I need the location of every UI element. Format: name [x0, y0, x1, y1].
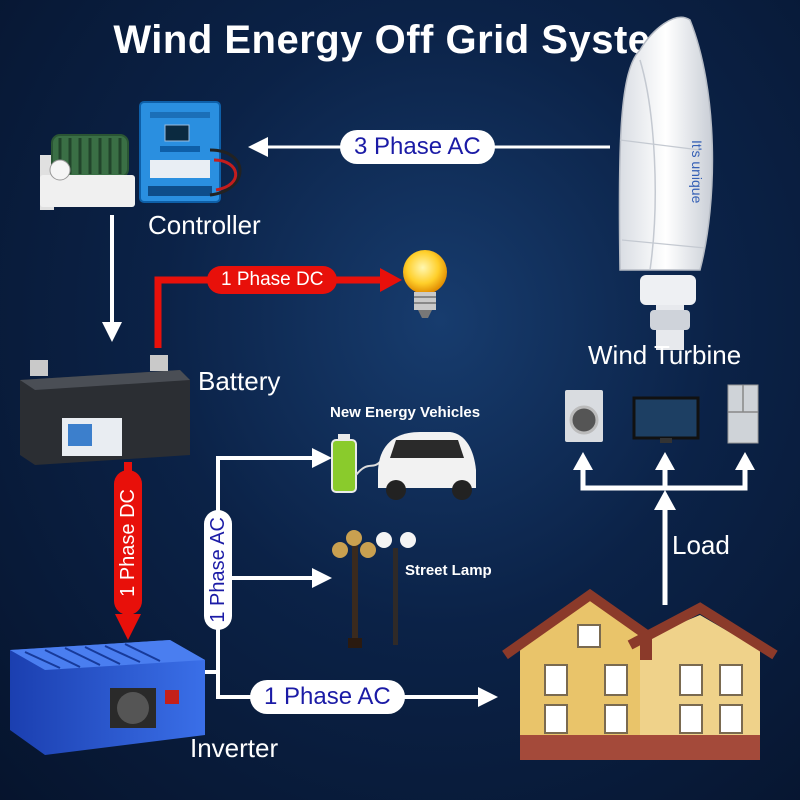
ac-vertical-label: 1 Phase AC [204, 510, 232, 630]
wind-turbine-label: Wind Turbine [588, 340, 742, 370]
light-bulb-image [403, 250, 447, 318]
three-phase-ac-label: 3 Phase AC [340, 130, 495, 164]
battery-image [20, 355, 190, 465]
dc-light-label: 1 Phase DC [207, 266, 338, 294]
ac-vertical-label-text: 1 Phase AC [206, 517, 229, 623]
dc-battery-label: 1 Phase DC [114, 470, 142, 615]
ev-charging-image [331, 432, 476, 500]
turbine-brand-text: It's unique [689, 140, 705, 204]
load-arrows [573, 452, 755, 605]
load-label: Load [672, 530, 730, 560]
street-lamp-label: Street Lamp [405, 562, 492, 579]
wind-turbine-image [618, 16, 714, 350]
inverter-image [10, 640, 205, 755]
inverter-label: Inverter [190, 733, 279, 763]
ac-house-label: 1 Phase AC [250, 680, 405, 714]
controller-to-battery-arrow [102, 215, 122, 342]
appliances-image [565, 384, 759, 444]
dc-battery-label-text: 1 Phase DC [116, 488, 139, 597]
street-lamp-image [332, 530, 416, 648]
battery-label: Battery [198, 366, 281, 396]
house-image [502, 588, 778, 760]
controller-label: Controller [148, 210, 261, 240]
diagram-title: Wind Energy Off Grid System [113, 18, 687, 62]
new-energy-vehicles-label: New Energy Vehicles [330, 404, 481, 421]
controller-image [40, 101, 242, 210]
